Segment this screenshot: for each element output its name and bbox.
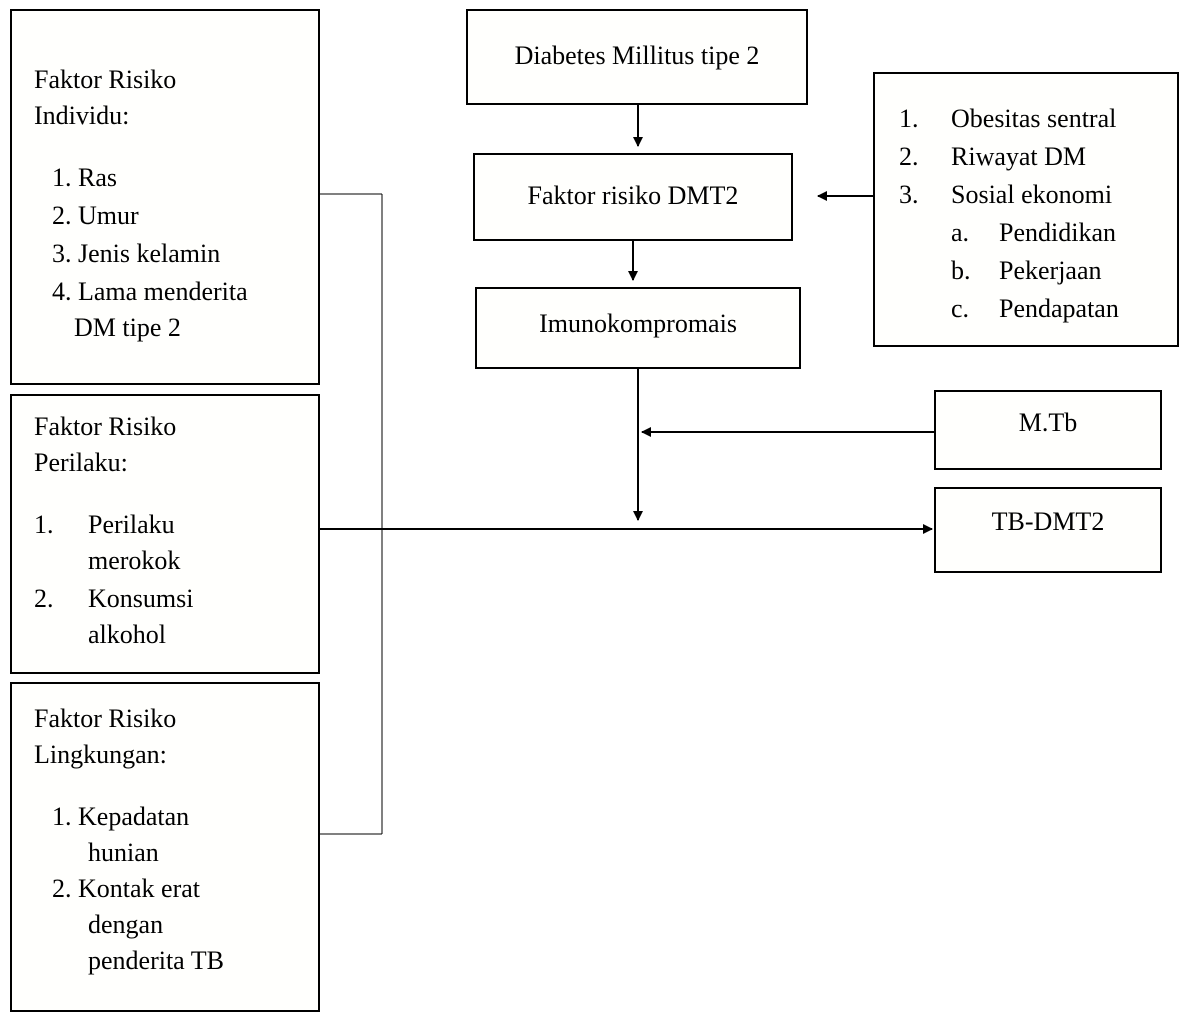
- lingkungan-item-1: 1. Kepadatan: [52, 802, 190, 831]
- perilaku-item-1: Perilaku: [88, 510, 175, 539]
- list-subitem-a: Pendidikan: [999, 218, 1116, 247]
- tbdmt2-label: TB-DMT2: [991, 507, 1105, 536]
- individu-box: Faktor Risiko Individu: 1. Ras 2. Umur 3…: [10, 9, 320, 385]
- lingkungan-title-1: Faktor Risiko: [34, 704, 177, 733]
- list-num-2: 2.: [899, 142, 919, 171]
- perilaku-item-2-cont: alkohol: [88, 620, 166, 649]
- individu-item-4: 4. Lama menderita: [52, 277, 248, 306]
- tbdmt2-box: TB-DMT2: [934, 487, 1162, 573]
- lingkungan-item-2-cont-1: dengan: [88, 910, 164, 939]
- perilaku-item-1-cont: merokok: [88, 546, 181, 575]
- diabetes-label: Diabetes Millitus tipe 2: [514, 41, 760, 70]
- individu-item-2: 2. Umur: [52, 201, 139, 230]
- lingkungan-box: Faktor Risiko Lingkungan: 1. Kepadatan h…: [10, 682, 320, 1012]
- individu-title-2: Individu:: [34, 101, 130, 130]
- individu-item-3: 3. Jenis kelamin: [52, 239, 221, 268]
- list-num-3: 3.: [899, 180, 919, 209]
- risk-factor-list-box: 1. Obesitas sentral 2. Riwayat DM 3. Sos…: [873, 72, 1179, 347]
- faktor-dmt2-label: Faktor risiko DMT2: [527, 181, 739, 210]
- imuno-box: Imunokompromais: [475, 287, 801, 369]
- perilaku-num-1: 1.: [34, 510, 54, 539]
- list-subitem-b: Pekerjaan: [999, 256, 1102, 285]
- individu-item-1: 1. Ras: [52, 163, 117, 192]
- lingkungan-item-2: 2. Kontak erat: [52, 874, 201, 903]
- perilaku-num-2: 2.: [34, 584, 54, 613]
- lingkungan-item-2-cont-2: penderita TB: [88, 946, 224, 975]
- diabetes-box: Diabetes Millitus tipe 2: [466, 9, 808, 105]
- mtb-label: M.Tb: [1018, 408, 1078, 437]
- list-sub-letter-a: a.: [951, 218, 970, 247]
- list-subitem-c: Pendapatan: [999, 294, 1119, 323]
- mtb-box: M.Tb: [934, 390, 1162, 470]
- perilaku-title-1: Faktor Risiko: [34, 412, 177, 441]
- list-sub-letter-c: c.: [951, 294, 970, 323]
- lingkungan-title-2: Lingkungan:: [34, 740, 167, 769]
- individu-title-1: Faktor Risiko: [34, 65, 177, 94]
- perilaku-item-2: Konsumsi: [88, 584, 194, 613]
- list-num-1: 1.: [899, 104, 919, 133]
- imuno-label: Imunokompromais: [539, 309, 737, 338]
- list-item-3: Sosial ekonomi: [951, 180, 1113, 209]
- perilaku-title-2: Perilaku:: [34, 448, 128, 477]
- list-item-2: Riwayat DM: [951, 142, 1087, 171]
- list-sub-letter-b: b.: [951, 256, 971, 285]
- perilaku-box: Faktor Risiko Perilaku: 1. Perilaku mero…: [10, 394, 320, 674]
- individu-item-4-cont: DM tipe 2: [74, 313, 181, 342]
- list-item-1: Obesitas sentral: [951, 104, 1117, 133]
- faktor-dmt2-box: Faktor risiko DMT2: [473, 153, 793, 241]
- lingkungan-item-1-cont: hunian: [88, 838, 159, 867]
